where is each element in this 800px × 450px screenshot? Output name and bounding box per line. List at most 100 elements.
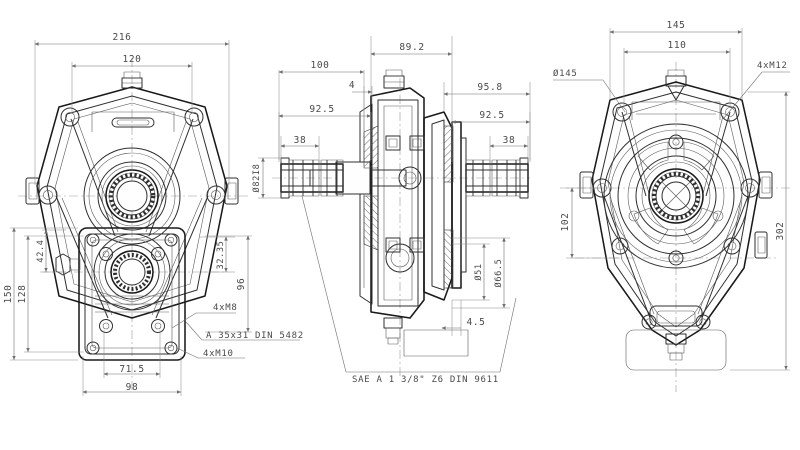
dim-92-5-left-text: 92.5 [309,104,334,115]
middle-view: 89.2 100 4 92.5 38 [251,36,531,385]
note-dia-145-text: Ø145 [553,68,577,79]
breather-plug-top [121,71,143,89]
dim-95-8: 95.8 [443,82,531,160]
right-view: 145 110 Ø145 4xM12 102 [553,20,790,392]
dim-120-text: 120 [123,54,142,65]
dim-4-text: 4 [349,80,355,91]
base-plate-middle [403,329,469,357]
shaft-bearing-center [398,166,422,190]
dim-302: 302 [730,91,790,371]
spline-teeth-upper [108,172,156,220]
dim-92-5-right-text: 92.5 [479,110,504,121]
breather-plug-middle [383,69,405,89]
rear-housing-inner [599,91,753,337]
note-4xm8: 4xM8 [171,303,237,329]
note-sae-a-spline: SAE A 1 3/8" Z6 DIN 9611 [301,195,517,385]
dim-42-4-text: 42.4 [36,239,46,262]
bearing-blocks [385,135,425,253]
dim-38-right: 38 [489,135,529,162]
dim-110: 110 [623,40,731,108]
dim-89-2: 89.2 [370,36,453,112]
output-flange-rim [460,137,467,273]
dim-dia-66-5-text: Ø66.5 [493,259,504,288]
dim-145-text: 145 [667,20,686,31]
dim-98-text: 98 [126,382,139,393]
note-4xm10: 4xM10 [176,347,245,359]
dim-96: 96 [205,235,252,333]
dim-92-5-left: 92.5 [278,104,372,162]
left-view: 216 120 150 128 42.4 [3,32,304,396]
dim-102-text: 102 [560,213,571,232]
dim-150-text: 150 [3,285,14,304]
dim-100-text: 100 [311,60,330,71]
housing-inner-wall [54,102,210,303]
upper-plate [91,111,175,132]
note-4xm10-text: 4xM10 [203,349,234,359]
dim-38-left: 38 [280,135,320,162]
dim-dia-66-5: Ø66.5 [452,237,510,309]
breather-plug-rear [665,69,687,101]
rear-housing-outline [591,81,761,346]
housing-rib-pair-upper-inner [77,121,187,233]
dim-102: 102 [560,187,620,259]
rear-small-bolt-eyes [628,134,724,266]
dim-4-5: 4.5 [441,300,486,336]
dim-92-5-right: 92.5 [451,110,531,162]
note-spline-din5482: A 35x31 DIN 5482 [185,321,304,341]
output-splined-shaft-right [465,157,529,199]
rear-rib-pair-lower [603,195,749,319]
housing-wall-left [359,103,373,305]
note-spline-din5482-text: A 35x31 DIN 5482 [206,331,304,341]
dim-216: 216 [34,32,230,185]
dim-dia-51: Ø51 [452,243,490,301]
hex-fitting-left [55,253,81,276]
note-4xm12-text: 4xM12 [757,61,788,71]
drain-plug-middle [383,317,403,345]
dim-dia-82i8-text: Ø82I8 [251,164,262,193]
housing-rib-pair-lower-inner [61,197,203,316]
rear-side-lugs [579,171,773,259]
rear-bottom-foot [625,305,727,371]
rear-rib-pair-lower-inner [610,199,742,315]
pilot-flange-circles [603,123,749,269]
output-hub-upper [83,147,181,245]
housing-corner-bosses [38,107,226,205]
bell-housing-inner [431,119,445,291]
dim-42-4: 42.4 [36,229,66,273]
side-lug-right [224,177,239,205]
dim-89-2-text: 89.2 [399,42,424,53]
dim-95-8-text: 95.8 [477,82,502,93]
gearbox-body-outline [370,87,425,319]
dim-71-5-text: 71.5 [119,364,144,375]
side-lug-left [25,177,40,205]
dim-145: 145 [609,20,743,100]
gearbox-body-core [383,105,413,301]
dim-96-text: 96 [236,278,247,291]
dim-71-5: 71.5 [103,330,161,378]
dim-110-text: 110 [668,40,687,51]
lower-plate-ribs [95,295,169,313]
dim-38-left-text: 38 [294,135,307,146]
note-4xm12: 4xM12 [723,61,790,119]
dim-32-35: 32.35 [200,236,235,273]
dim-dia-51-text: Ø51 [473,263,484,280]
input-splined-shaft-left [280,157,344,199]
relief-pockets [633,141,719,245]
oil-level-slot [111,117,155,128]
note-4xm8-text: 4xM8 [213,303,237,313]
output-flange-plate [451,121,462,289]
dim-302-text: 302 [775,222,786,241]
dim-128-text: 128 [17,285,28,304]
shaft-collar [335,161,371,195]
housing-rib-pair-lower [55,195,209,319]
dim-150: 150 [3,227,78,361]
dim-32-35-text: 32.35 [216,241,226,270]
note-sae-a-spline-text: SAE A 1 3/8" Z6 DIN 9611 [352,375,499,385]
dim-128: 128 [17,235,84,353]
dim-4-5-text: 4.5 [467,317,486,328]
rear-rib-pair-upper [621,111,731,197]
input-spline-bore-lower [93,233,171,311]
note-dia-145: Ø145 [553,68,626,113]
